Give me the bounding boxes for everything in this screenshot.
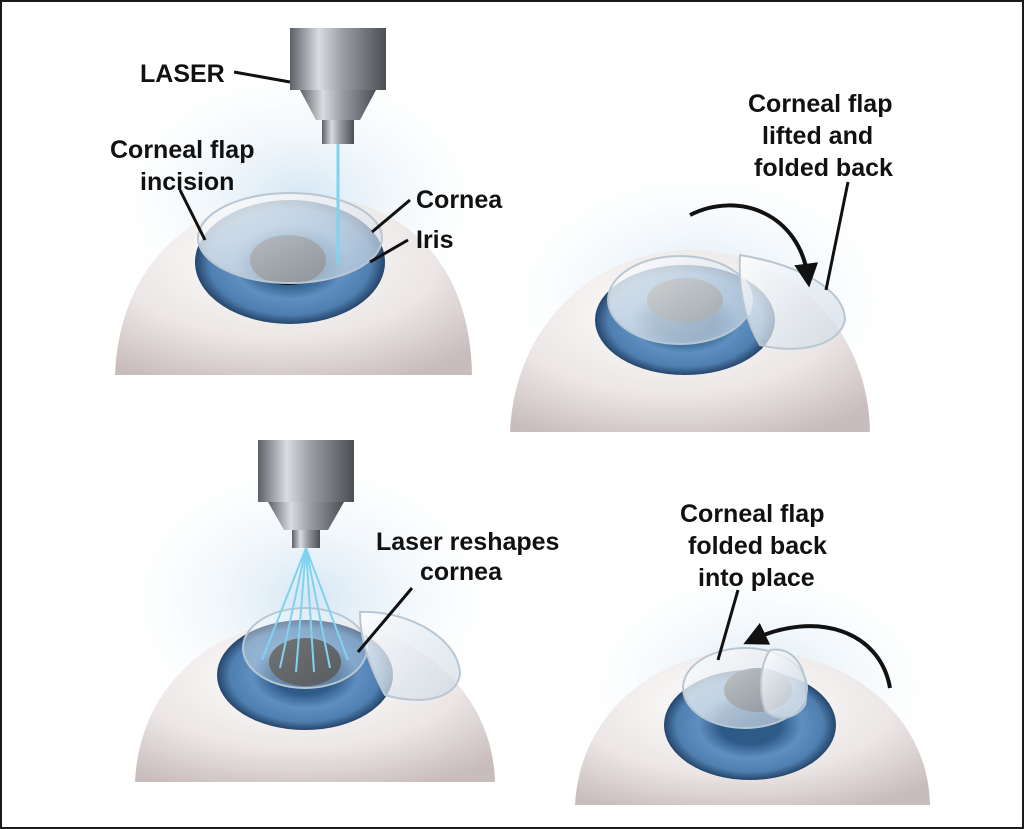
laser-nozzle (268, 502, 344, 530)
leader-flap-replaced (716, 589, 740, 661)
cornea (197, 192, 383, 284)
fold-arrow (689, 203, 819, 288)
laser-device (258, 440, 354, 502)
label-replaced-3: into place (698, 564, 815, 592)
folded-flap (358, 610, 462, 701)
label-replaced-1: Corneal flap (680, 500, 824, 528)
panel-flap-replaced: Corneal flap folded back into place (560, 500, 960, 829)
panel-flap-lifted: Corneal flap lifted and folded back (480, 90, 920, 450)
label-reshapes-2: cornea (420, 558, 503, 586)
returning-flap (759, 648, 808, 719)
label-iris: Iris (416, 226, 454, 254)
laser-device (290, 28, 386, 90)
label-lifted-2: lifted and (762, 122, 873, 150)
exposed-cornea (607, 255, 753, 345)
label-cornea: Cornea (416, 186, 503, 214)
leader-flap-lifted (824, 181, 850, 291)
leader-cornea (371, 198, 411, 234)
leader-iris (369, 238, 409, 264)
exposed-cornea (242, 607, 368, 689)
label-lifted-3: folded back (754, 154, 893, 182)
panel-flap-incision: LASER Corneal flap incision Cornea Iris (90, 28, 510, 375)
laser-tip (322, 120, 354, 144)
label-incision-1: Corneal flap (110, 136, 254, 164)
label-lifted-1: Corneal flap (748, 90, 892, 118)
label-reshapes-1: Laser reshapes (376, 528, 559, 556)
leader-reshapes (356, 587, 414, 653)
panel-laser-reshapes: Laser reshapes cornea (100, 440, 559, 782)
leader-incision (178, 189, 207, 241)
laser-nozzle (300, 90, 376, 120)
return-arrow (743, 622, 892, 689)
laser-tip (292, 530, 320, 548)
label-incision-2: incision (140, 168, 234, 196)
laser-beams (261, 547, 349, 673)
leader-laser (233, 70, 291, 84)
label-replaced-2: folded back (688, 532, 827, 560)
label-laser: LASER (140, 60, 225, 88)
